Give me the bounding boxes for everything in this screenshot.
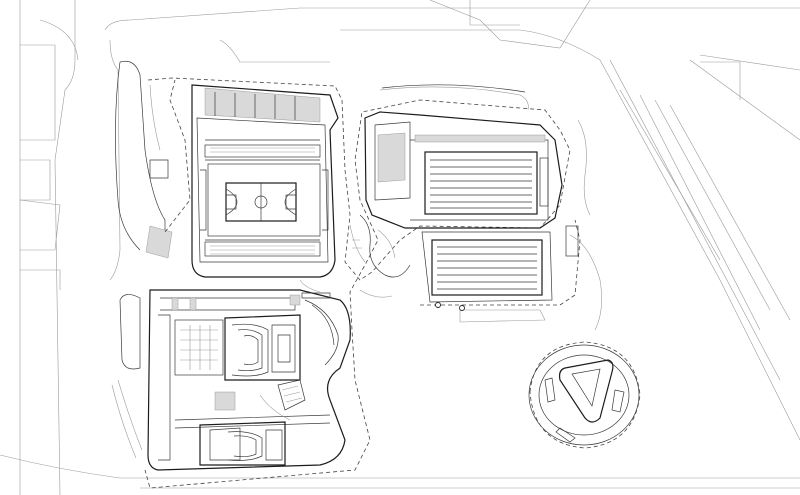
theatre-lobby [214,379,306,421]
plaza [349,84,529,278]
service-route [164,79,191,233]
training-pool [420,219,581,306]
natatorium [364,111,563,229]
landscape-strip [111,60,173,459]
small-theatre [199,421,286,466]
pavilion [528,341,641,449]
basketball-court [225,182,297,222]
sports-hall [191,84,339,278]
theatre-complex [147,289,351,471]
site-boundary [144,77,571,489]
main-theatre [174,314,301,381]
landscape-marks [299,119,602,331]
competition-pool [424,151,549,215]
